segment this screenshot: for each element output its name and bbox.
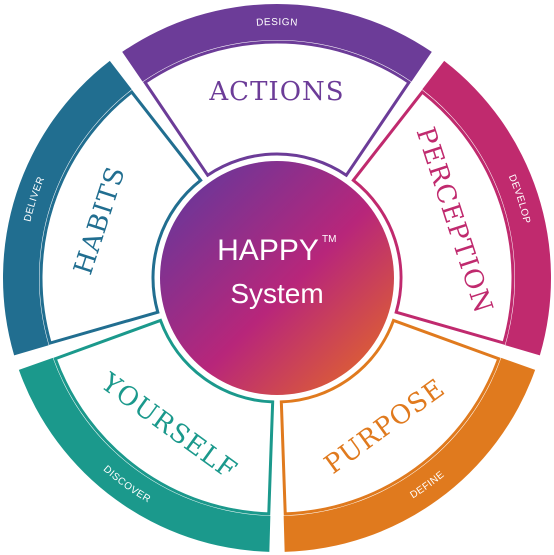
center-circle: [160, 161, 394, 395]
outer-band-perception: [422, 60, 552, 356]
inner-segment-yourself: [53, 318, 275, 516]
outer-ring: [2, 3, 552, 552]
inner-segment-actions: [142, 40, 412, 178]
inner-label-actions: ACTIONS: [208, 77, 344, 107]
inner-ring: [39, 40, 515, 516]
outer-band-habits: [2, 60, 132, 356]
inner-segment-purpose: [279, 318, 501, 516]
outer-band-yourself: [18, 357, 271, 552]
outer-band-purpose: [283, 357, 536, 552]
outer-label-actions: DESIGN: [256, 17, 298, 29]
inner-segment-perception: [351, 89, 515, 345]
inner-segment-habits: [39, 89, 203, 345]
center-subtitle: System: [230, 278, 323, 309]
center-trademark: TM: [322, 234, 336, 245]
center-title: HAPPY: [217, 234, 319, 267]
outer-band-actions: [122, 3, 432, 82]
